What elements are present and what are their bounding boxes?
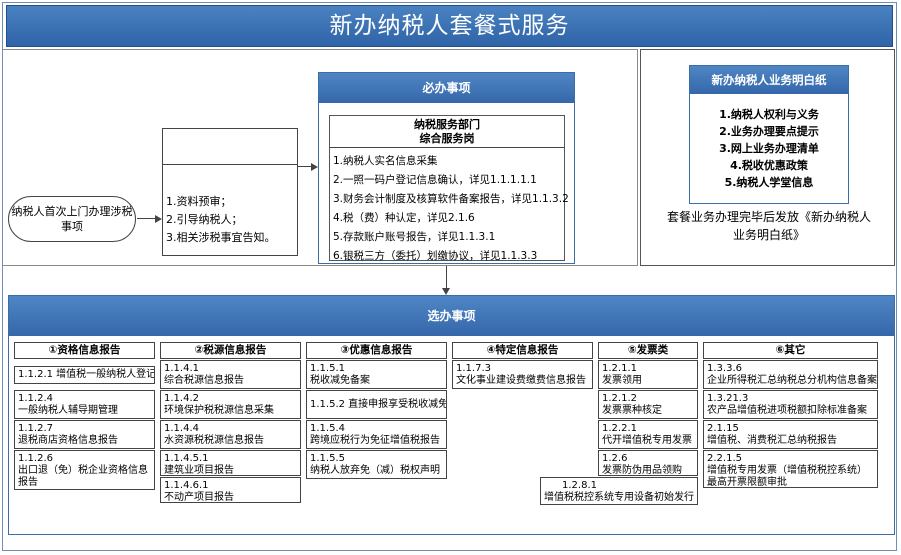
guide-card: 新办纳税人业务明白纸 1.纳税人权利与义务 2.业务办理要点提示 3.网上业务办…: [689, 65, 849, 204]
must-do-list: 1.纳税人实名信息采集 2.一照一码户登记信息确认，详见1.1.1.1.1 3.…: [330, 148, 569, 266]
guide-item: 5.纳税人学堂信息: [724, 176, 814, 189]
must-do-item: 4.税（费）种认定，详见2.1.6: [333, 212, 475, 224]
list-item: 1.1.2.1 增值税一般纳税人登记: [14, 366, 155, 384]
connector-must-to-select: [446, 266, 447, 288]
guide-area: 新办纳税人业务明白纸 1.纳税人权利与义务 2.业务办理要点提示 3.网上业务办…: [640, 49, 895, 266]
column-qualification: ①资格信息报告: [14, 342, 155, 359]
column-invoice: ⑤发票类: [598, 342, 698, 359]
desk-step: 3.相关涉税事宜告知。: [166, 231, 276, 244]
column-other: ⑥其它: [703, 342, 878, 359]
start-node: 纳税人首次上门办理涉税事项: [8, 196, 136, 242]
guide-list: 1.纳税人权利与义务 2.业务办理要点提示 3.网上业务办理清单 4.税收优惠政…: [690, 94, 848, 191]
column-tax-source: ②税源信息报告: [160, 342, 301, 359]
service-desk-steps: 1.资料预审； 2.引导纳税人； 3.相关涉税事宜告知。: [163, 165, 297, 247]
guide-item: 4.税收优惠政策: [730, 159, 808, 172]
service-desk-box: 1.资料预审； 2.引导纳税人； 3.相关涉税事宜告知。: [162, 128, 298, 256]
connector-start-to-desk: [137, 218, 155, 219]
service-desk-title: [163, 129, 297, 165]
page-title: 新办纳税人套餐式服务: [6, 5, 893, 47]
optional-items-title: 选办事项: [9, 296, 894, 336]
must-do-inner-title: 纳税服务部门 综合服务岗: [330, 116, 564, 148]
must-do-item: 5.存款账户账号报告，详见1.1.3.1: [333, 231, 496, 243]
guide-item: 3.网上业务办理清单: [719, 142, 819, 155]
must-do-panel: 必办事项 纳税服务部门 综合服务岗 1.纳税人实名信息采集 2.一照一码户登记信…: [318, 72, 575, 264]
arrowhead: [311, 163, 318, 171]
column-preferential: ③优惠信息报告: [306, 342, 447, 359]
guide-note: 套餐业务办理完毕后发放《新办纳税人业务明白纸》: [666, 210, 871, 242]
guide-item: 2.业务办理要点提示: [719, 125, 819, 138]
arrowhead: [442, 288, 450, 295]
must-do-item: 1.纳税人实名信息采集: [333, 155, 438, 167]
guide-item: 1.纳税人权利与义务: [719, 108, 819, 121]
must-do-item: 2.一照一码户登记信息确认，详见1.1.1.1.1: [333, 174, 537, 186]
must-do-item: 6.银税三方（委托）划缴协议，详见1.1.3.3: [333, 250, 538, 262]
must-do-item: 3.财务会计制度及核算软件备案报告，详见1.1.3.2: [333, 193, 569, 205]
must-do-title: 必办事项: [319, 73, 574, 103]
column-specific: ④特定信息报告: [452, 342, 593, 359]
desk-step: 1.资料预审；: [166, 195, 232, 208]
list-item: 1.1.5.2 直接申报享受税收减免: [306, 390, 447, 419]
must-do-inner-box: 纳税服务部门 综合服务岗 1.纳税人实名信息采集 2.一照一码户登记信息确认，详…: [329, 115, 569, 262]
guide-title: 新办纳税人业务明白纸: [690, 66, 848, 94]
desk-step: 2.引导纳税人；: [166, 213, 243, 226]
connector-desk-to-must: [298, 166, 311, 167]
flow-area: [2, 49, 638, 266]
arrowhead: [155, 215, 162, 223]
